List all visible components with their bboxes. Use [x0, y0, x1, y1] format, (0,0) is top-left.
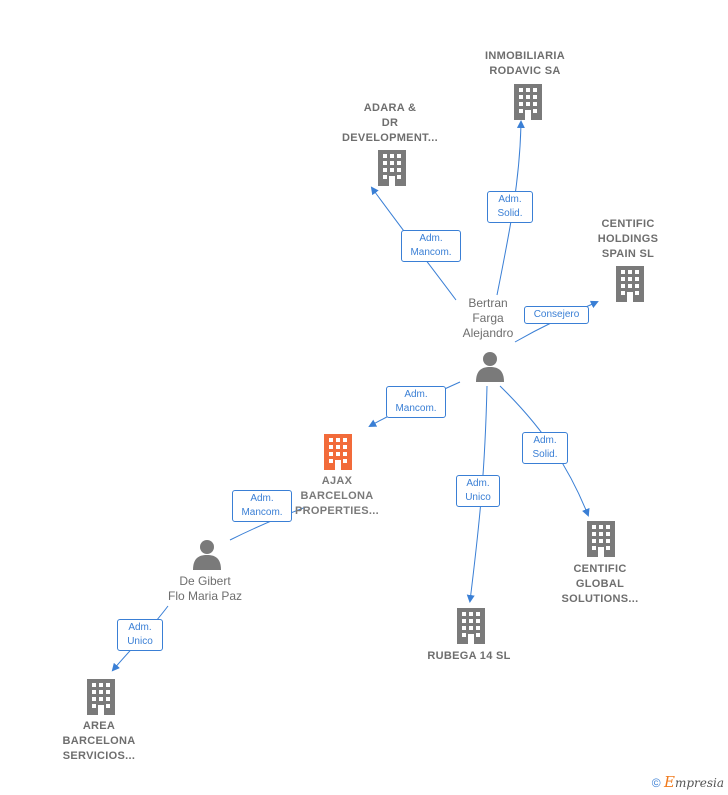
- edge-badge-bertran-rubega[interactable]: Adm. Unico: [456, 475, 500, 507]
- edge-badge-bertran-inmobiliaria[interactable]: Adm. Solid.: [487, 191, 533, 223]
- edge-badge-bertran-centific-global[interactable]: Adm. Solid.: [522, 432, 568, 464]
- building-icon[interactable]: [376, 150, 408, 186]
- copyright-icon: ©: [651, 776, 661, 790]
- company-label-area[interactable]: AREA BARCELONA SERVICIOS...: [62, 720, 136, 762]
- edge-badge-degibert-area[interactable]: Adm. Unico: [117, 619, 163, 651]
- company-label-centific-global[interactable]: CENTIFIC GLOBAL SOLUTIONS...: [561, 563, 639, 605]
- building-icon-highlighted[interactable]: [322, 434, 354, 470]
- edge-badge-bertran-ajax[interactable]: Adm. Mancom.: [386, 386, 446, 418]
- company-label-ajax[interactable]: AJAX BARCELONA PROPERTIES...: [295, 475, 379, 517]
- building-icon[interactable]: [585, 521, 617, 557]
- building-icon[interactable]: [85, 679, 117, 715]
- building-icon[interactable]: [512, 84, 544, 120]
- brand-name: mpresia: [674, 776, 724, 790]
- person-icon[interactable]: [474, 350, 506, 382]
- edge-badge-degibert-ajax[interactable]: Adm. Mancom.: [232, 490, 292, 522]
- brand-initial: E: [663, 773, 675, 791]
- edge-badge-bertran-centific-holdings[interactable]: Consejero: [524, 306, 589, 324]
- company-label-rubega[interactable]: RUBEGA 14 SL: [427, 650, 511, 662]
- building-icon[interactable]: [455, 608, 487, 644]
- company-label-adara[interactable]: ADARA & DR DEVELOPMENT...: [342, 102, 438, 144]
- person-icon[interactable]: [191, 538, 223, 570]
- edge-badge-bertran-adara[interactable]: Adm. Mancom.: [401, 230, 461, 262]
- brand-footer[interactable]: © Empresia: [652, 773, 724, 791]
- company-label-centific-holdings[interactable]: CENTIFIC HOLDINGS SPAIN SL: [597, 218, 659, 260]
- building-icon[interactable]: [614, 266, 646, 302]
- person-label-bertran[interactable]: Bertran Farga Alejandro: [462, 296, 514, 340]
- company-label-inmobiliaria[interactable]: INMOBILIARIA RODAVIC SA: [485, 50, 565, 77]
- person-label-degibert[interactable]: De Gibert Flo Maria Paz: [167, 574, 243, 603]
